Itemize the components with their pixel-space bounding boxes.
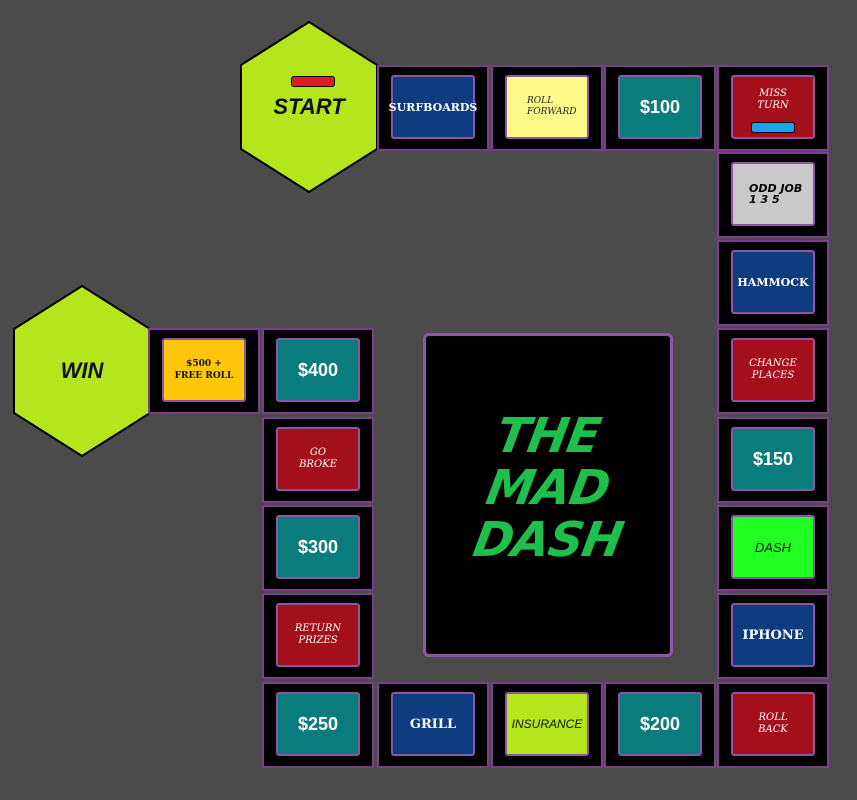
space-500-free-roll[interactable]: $500 + FREE ROLL bbox=[148, 328, 260, 414]
change-places-line2: PLACES bbox=[751, 370, 795, 381]
surfboards-label: SURFBOARDS bbox=[388, 100, 478, 114]
grill-label: GRILL bbox=[409, 716, 457, 732]
win-label: WIN bbox=[60, 358, 104, 383]
mad-dash-card[interactable]: THE MAD DASH bbox=[423, 333, 673, 657]
roll-forward-line2: FORWARD bbox=[527, 107, 577, 117]
free-roll-line1: $500 + bbox=[186, 359, 222, 369]
hammock-tile: HAMMOCK bbox=[731, 250, 815, 314]
start-space[interactable]: START bbox=[239, 20, 379, 194]
change-places-line1: CHANGE bbox=[749, 358, 797, 369]
return-prizes-line1: RETURN bbox=[294, 623, 342, 634]
space-insurance[interactable]: INSURANCE bbox=[491, 682, 603, 768]
go-broke-line2: BROKE bbox=[299, 459, 337, 470]
space-400[interactable]: $400 bbox=[262, 328, 374, 414]
space-100[interactable]: $100 bbox=[604, 65, 716, 151]
insurance-label: INSURANCE bbox=[511, 717, 583, 731]
free-roll-line2: FREE ROLL bbox=[174, 371, 234, 381]
surfboards-tile: SURFBOARDS bbox=[388, 75, 478, 139]
money-400-tile: $400 bbox=[276, 338, 360, 402]
dash-tile: DASH bbox=[731, 515, 815, 579]
roll-forward-line1: ROLL bbox=[527, 96, 554, 106]
iphone-tile: IPHONE bbox=[731, 603, 815, 667]
money-100-label: $100 bbox=[639, 96, 681, 117]
logo-line-dash: DASH bbox=[469, 512, 627, 568]
win-space[interactable]: WIN bbox=[12, 284, 152, 458]
money-100-tile: $100 bbox=[618, 75, 702, 139]
money-200-tile: $200 bbox=[618, 692, 702, 756]
space-grill[interactable]: GRILL bbox=[377, 682, 489, 768]
dash-label: DASH bbox=[754, 539, 792, 555]
roll-back-line2: BACK bbox=[758, 724, 788, 735]
miss-turn-line1: MISS bbox=[759, 88, 787, 99]
go-broke-line1: GO bbox=[309, 447, 327, 458]
start-label: START bbox=[273, 94, 345, 119]
money-300-label: $300 bbox=[297, 536, 339, 557]
money-250-label: $250 bbox=[297, 713, 339, 734]
logo-line-mad: MAD bbox=[482, 460, 614, 516]
return-prizes-line2: PRIZES bbox=[298, 635, 338, 646]
space-surfboards[interactable]: SURFBOARDS bbox=[377, 65, 489, 151]
space-150[interactable]: $150 bbox=[717, 417, 829, 503]
money-200-label: $200 bbox=[639, 713, 681, 734]
odd-job-line1: ODD JOB bbox=[749, 182, 803, 195]
logo-line-the: THE bbox=[491, 408, 605, 464]
money-150-label: $150 bbox=[752, 448, 794, 469]
red-token[interactable] bbox=[291, 76, 335, 87]
space-250[interactable]: $250 bbox=[262, 682, 374, 768]
money-300-tile: $300 bbox=[276, 515, 360, 579]
money-400-label: $400 bbox=[297, 359, 339, 380]
hammock-label: HAMMOCK bbox=[737, 275, 809, 289]
space-dash[interactable]: DASH bbox=[717, 505, 829, 591]
roll-back-line1: ROLL bbox=[758, 712, 788, 723]
iphone-label: IPHONE bbox=[742, 627, 804, 643]
space-iphone[interactable]: IPHONE bbox=[717, 593, 829, 679]
space-200[interactable]: $200 bbox=[604, 682, 716, 768]
miss-turn-line2: TURN bbox=[757, 100, 789, 111]
free-roll-tile: $500 + FREE ROLL bbox=[162, 338, 246, 402]
space-hammock[interactable]: HAMMOCK bbox=[717, 240, 829, 326]
blue-token[interactable] bbox=[751, 122, 795, 133]
grill-tile: GRILL bbox=[391, 692, 475, 756]
space-300[interactable]: $300 bbox=[262, 505, 374, 591]
money-150-tile: $150 bbox=[731, 427, 815, 491]
money-250-tile: $250 bbox=[276, 692, 360, 756]
odd-job-line2: 1 3 5 bbox=[749, 193, 780, 206]
insurance-tile: INSURANCE bbox=[505, 692, 589, 756]
